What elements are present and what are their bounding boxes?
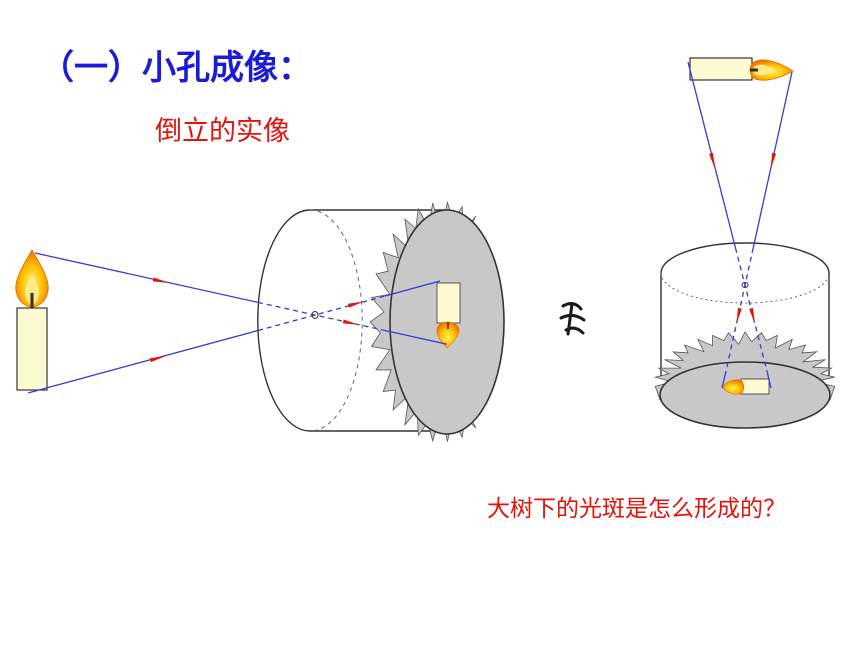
right-ray-left-image: [766, 371, 772, 389]
left-ray-top-image: [384, 329, 448, 345]
right-cylinder-top-rim-hidden: [660, 272, 830, 304]
right-inverted-image: [721, 378, 770, 395]
arrow-icon: [342, 319, 359, 325]
right-cylinder-top-rim: [660, 242, 830, 274]
right-candle-icon: [689, 57, 794, 81]
left-ray-top-dashed: [257, 301, 386, 332]
left-ray-bottom-dashed: [257, 295, 386, 332]
left-ray-arrows: [149, 277, 364, 363]
arrow-icon: [736, 307, 742, 324]
arrow-icon: [749, 307, 755, 324]
arrow-icon: [347, 301, 364, 308]
right-screen: [653, 331, 836, 429]
left-candle-body: [16, 307, 48, 391]
right-cylinder: [660, 242, 830, 378]
slide-title: （一）小孔成像：: [40, 48, 312, 88]
left-flame-core: [24, 272, 40, 304]
left-ray-bottom-image: [384, 280, 441, 297]
arrow-icon: [770, 152, 777, 169]
right-ray-right-image: [721, 371, 727, 389]
right-image-candle-body: [740, 378, 770, 395]
left-cylinder-front-rim: [257, 209, 311, 432]
left-light-rays: [27, 252, 448, 394]
arrow-icon: [152, 277, 169, 283]
slide-subtitle: 倒立的实像: [155, 116, 290, 147]
left-ray-top-solid: [34, 252, 259, 304]
right-candle-body: [689, 57, 753, 81]
left-cylinder: [257, 209, 445, 432]
left-candle-wick: [30, 293, 34, 308]
left-image-candle-body: [436, 282, 461, 324]
left-cylinder-front-rim-hidden: [309, 209, 363, 432]
left-candle-icon: [15, 249, 49, 391]
slide-question: 大树下的光斑是怎么形成的？: [487, 496, 786, 522]
right-ray-arrows: [709, 152, 777, 324]
right-screen-face: [659, 361, 831, 429]
arrow-icon: [149, 355, 166, 363]
left-ray-bottom-solid: [27, 329, 259, 394]
right-image-flame-icon: [721, 379, 745, 395]
arrow-icon: [709, 152, 715, 169]
right-candle-wick: [750, 68, 758, 72]
decorative-mark: [559, 302, 586, 336]
right-flame-core: [753, 64, 776, 76]
left-inverted-image: [436, 282, 461, 349]
